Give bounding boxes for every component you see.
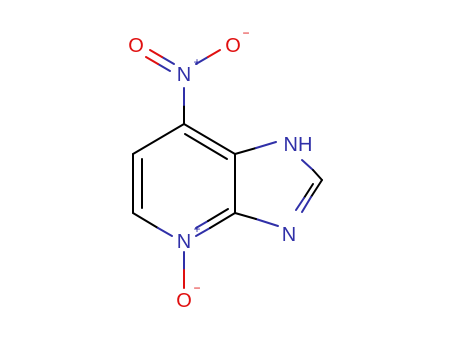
bond-c7a-n1 <box>234 147 257 155</box>
bond-c5-n4 <box>132 212 159 229</box>
charge-o-oxide: − <box>193 281 200 295</box>
bond-n4-c3a-2 <box>209 212 236 229</box>
bond-n1-c2-2 <box>312 169 323 181</box>
bond-nitro-o-left-a <box>161 56 175 65</box>
bond-c2-n3-inner <box>303 183 314 199</box>
bond-n3-c3a <box>255 218 279 227</box>
atom-n-imine: N <box>282 224 296 246</box>
bond-n4-c3a-inner <box>195 220 209 229</box>
bond-n4-c3a-inner-2 <box>207 208 229 222</box>
atom-labels: O N + O − NH N N + O − <box>128 26 312 312</box>
bond-n4-c3a <box>195 227 211 237</box>
atom-n-h: NH <box>284 134 313 156</box>
bond-c2-n3 <box>310 179 323 198</box>
bond-nitro-o-left-a2 <box>149 49 163 58</box>
atom-o-oxide: O <box>176 290 192 312</box>
bond-c7a-c7 <box>183 123 236 155</box>
bond-c5-n4-2 <box>157 227 173 237</box>
charge-n-nitro: + <box>193 55 200 69</box>
bond-c7a-n1-2 <box>255 141 277 149</box>
bond-nitro-o-left-b <box>157 63 171 72</box>
bond-nitro-o-right <box>195 56 209 65</box>
bond-c7-c6 <box>132 123 185 155</box>
bond-nitro-o-right-2 <box>207 49 221 58</box>
bond-c2-n3-2 <box>301 196 312 213</box>
charge-o-nitro-right: − <box>242 26 249 40</box>
bond-n3-c3a-2 <box>234 212 257 220</box>
charge-n-pyridine: + <box>193 222 200 236</box>
atom-n-nitro: N <box>177 64 191 86</box>
bond-c2-n3-inner-2 <box>295 197 305 211</box>
bond-n1-c2 <box>301 159 314 171</box>
bond-c7a-c7-inner <box>184 133 228 160</box>
bond-nitro-o-left-b2 <box>145 56 159 65</box>
atom-n-pyridine: N <box>177 231 191 253</box>
atom-o-nitro-right: O <box>225 35 241 57</box>
atom-o-nitro-left: O <box>128 35 144 57</box>
bonds <box>132 49 323 289</box>
